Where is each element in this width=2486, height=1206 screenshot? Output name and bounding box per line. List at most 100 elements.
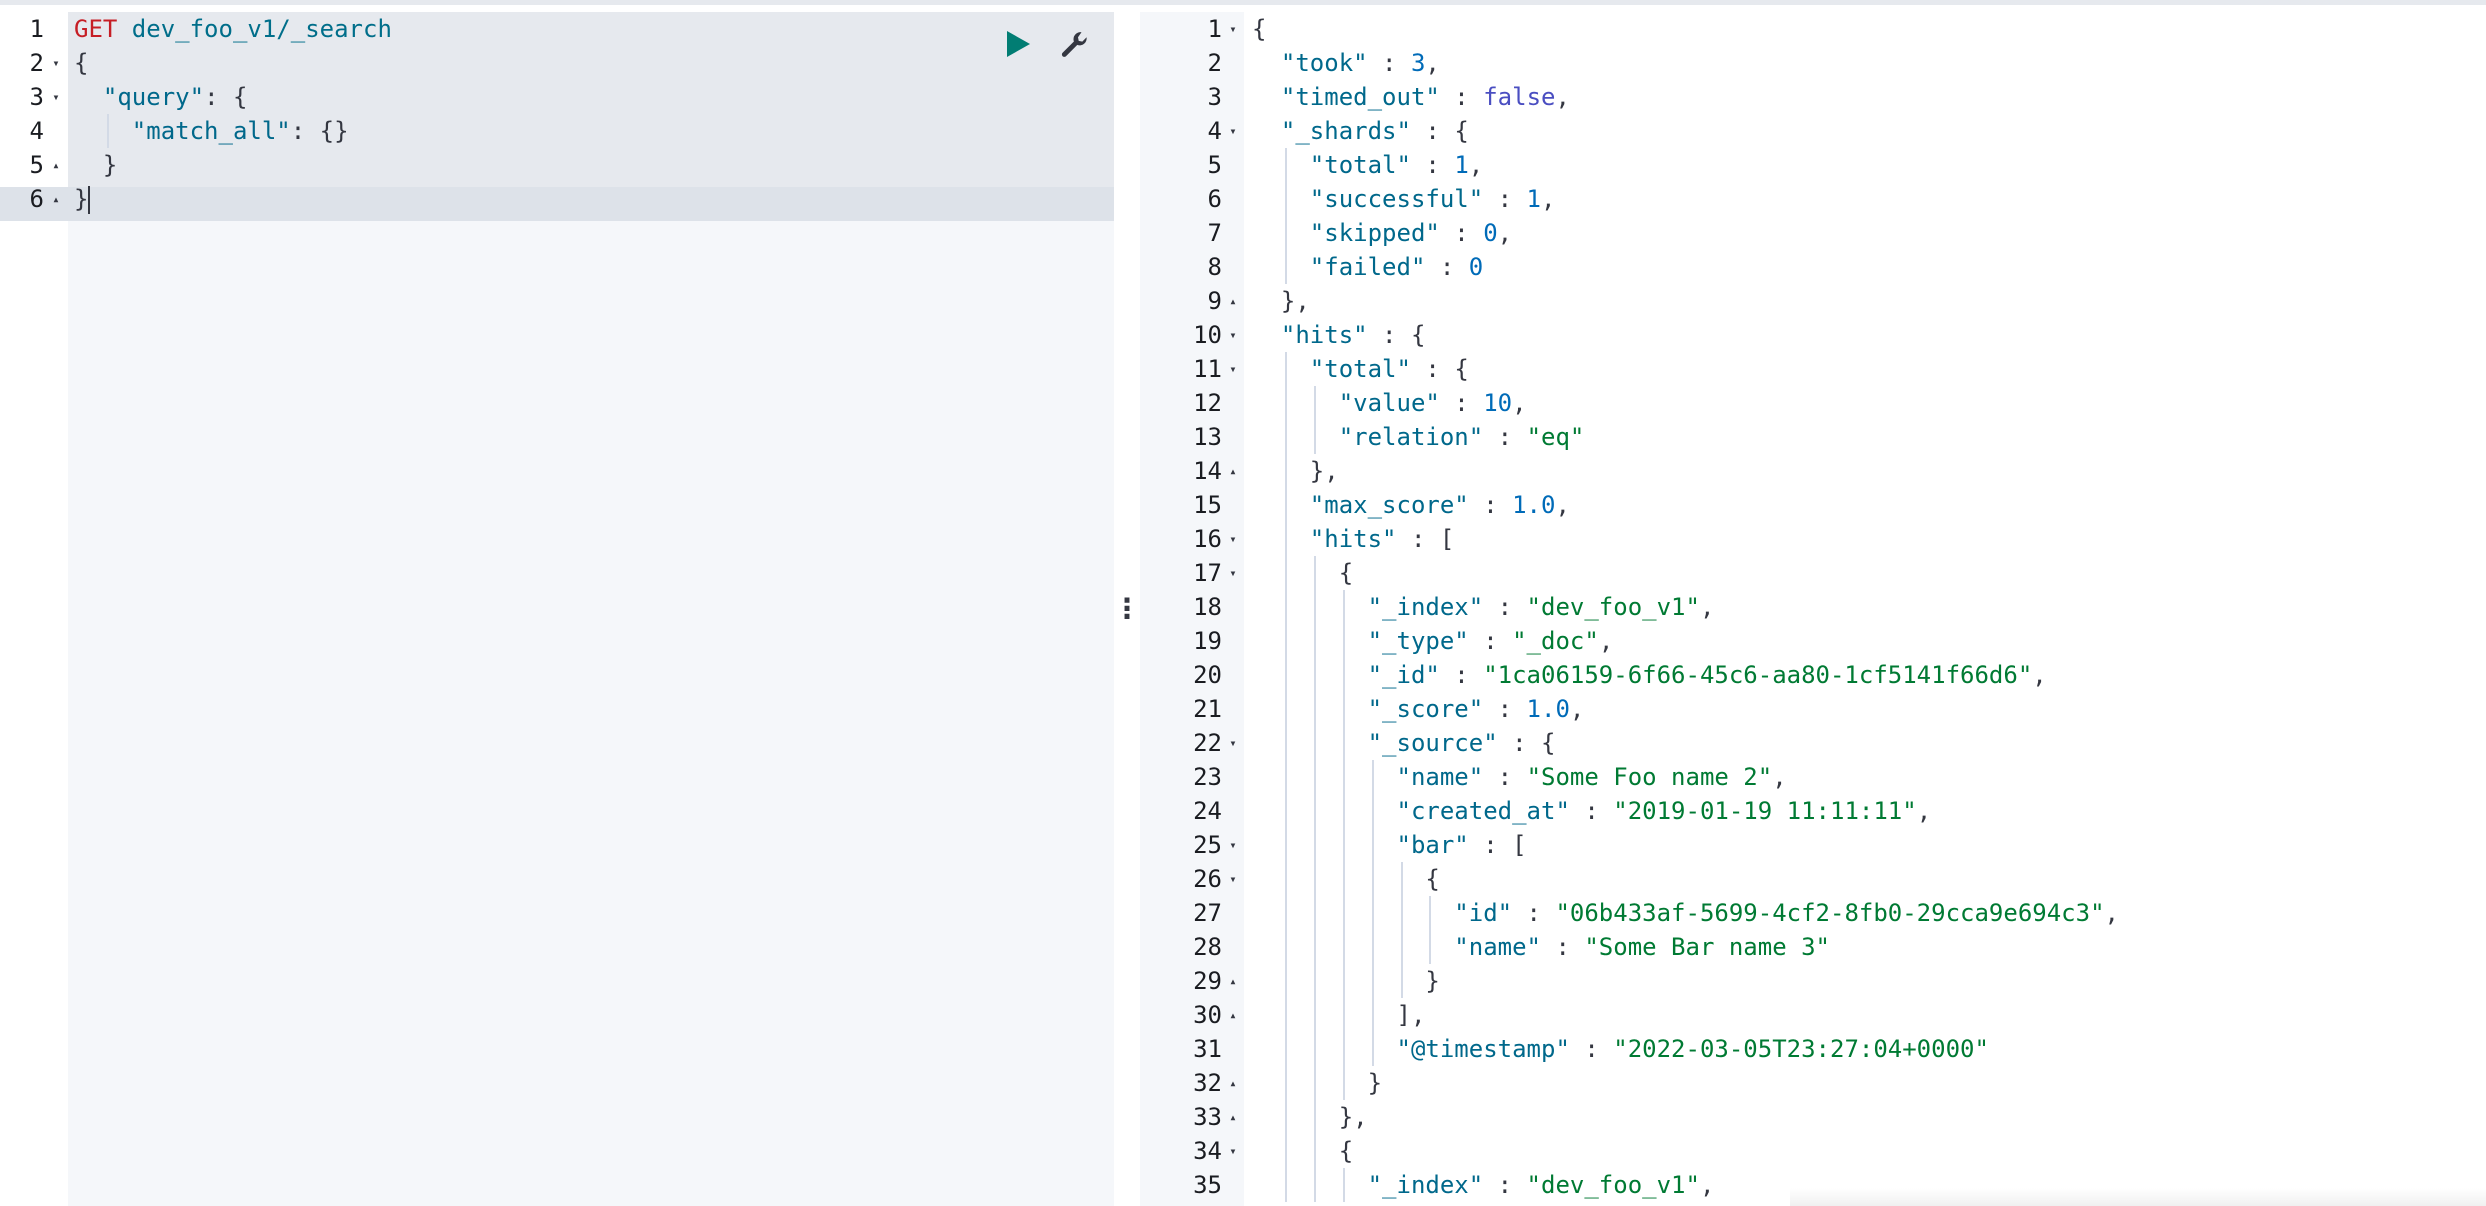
response-code: "id" : "06b433af-5699-4cf2-8fb0-29cca9e6… (1454, 899, 2119, 927)
response-code: "failed" : 0 (1309, 253, 1484, 281)
fold-toggle-icon[interactable]: ▾ (1229, 872, 1237, 886)
fold-toggle-icon[interactable]: ▾ (1229, 22, 1237, 36)
indent-guide (1342, 964, 1345, 998)
fold-toggle-icon[interactable]: ▾ (1229, 566, 1237, 580)
line-number: 21 (1193, 695, 1222, 723)
fold-toggle-icon[interactable]: ▴ (1229, 1076, 1237, 1090)
line-number: 13 (1193, 423, 1222, 451)
request-line: 5▴ } (0, 148, 1114, 182)
line-number: 1 (1207, 15, 1222, 43)
line-number: 23 (1193, 763, 1222, 791)
indent-guide (1313, 556, 1316, 590)
response-code: "hits" : [ (1309, 525, 1455, 553)
send-request-button[interactable] (1000, 26, 1036, 62)
response-code: "_index" : "dev_foo_v1", (1367, 593, 1715, 621)
response-line: 25▾ "bar" : [ (1140, 828, 2486, 862)
indent-guide (1284, 828, 1287, 862)
indent-guide (1284, 420, 1287, 454)
response-line: 1▾{ (1140, 12, 2486, 46)
response-code: { (1425, 865, 1440, 893)
indent-guide (1371, 794, 1374, 828)
line-number: 32 (1193, 1069, 1222, 1097)
indent-guide (1342, 794, 1345, 828)
fold-toggle-icon[interactable]: ▾ (1229, 532, 1237, 546)
fold-toggle-icon[interactable]: ▾ (1229, 328, 1237, 342)
indent-guide (1284, 896, 1287, 930)
line-number: 1 (29, 15, 44, 43)
indent-guide (1313, 964, 1316, 998)
fold-toggle-icon[interactable]: ▴ (1229, 464, 1237, 478)
line-number: 8 (1207, 253, 1222, 281)
line-number: 6 (29, 185, 44, 213)
indent-guide (1284, 590, 1287, 624)
request-body-code: "match_all": {} (131, 117, 349, 145)
line-number: 30 (1193, 1001, 1222, 1029)
response-line: 13 "relation" : "eq" (1140, 420, 2486, 454)
response-viewer[interactable]: 1▾{2 "took" : 3,3 "timed_out" : false,4▾… (1140, 12, 2486, 1206)
fold-toggle-icon[interactable]: ▴ (1229, 1110, 1237, 1124)
line-number: 35 (1193, 1171, 1222, 1199)
response-line: 11▾ "total" : { (1140, 352, 2486, 386)
indent-guide (1313, 930, 1316, 964)
response-line: 21 "_score" : 1.0, (1140, 692, 2486, 726)
indent-guide (1342, 590, 1345, 624)
response-code: "successful" : 1, (1309, 185, 1556, 213)
fold-toggle-icon[interactable]: ▾ (52, 90, 60, 104)
indent-guide (1284, 692, 1287, 726)
response-line: 5 "total" : 1, (1140, 148, 2486, 182)
response-line: 26▾ { (1140, 862, 2486, 896)
response-line: 2 "took" : 3, (1140, 46, 2486, 80)
fold-toggle-icon[interactable]: ▴ (52, 158, 60, 172)
indent-guide (1371, 896, 1374, 930)
indent-guide (1429, 896, 1432, 930)
indent-guide (1313, 1168, 1316, 1202)
response-code: } (1367, 1069, 1383, 1097)
response-line: 10▾ "hits" : { (1140, 318, 2486, 352)
fold-toggle-icon[interactable]: ▾ (1229, 838, 1237, 852)
fold-toggle-icon[interactable]: ▾ (1229, 362, 1237, 376)
response-line: 33▴ }, (1140, 1100, 2486, 1134)
fold-toggle-icon[interactable]: ▾ (1229, 736, 1237, 750)
panel-resizer[interactable]: ⋮ (1113, 12, 1141, 1206)
line-number: 2 (29, 49, 44, 77)
indent-guide (1313, 794, 1316, 828)
active-line-highlight (0, 187, 1114, 221)
response-code: }, (1309, 457, 1339, 485)
request-settings-button[interactable] (1056, 26, 1092, 62)
line-number: 3 (1207, 83, 1222, 111)
line-number: 4 (1207, 117, 1222, 145)
request-body-code: } (102, 151, 118, 179)
indent-guide (1371, 862, 1374, 896)
fold-toggle-icon[interactable]: ▴ (1229, 974, 1237, 988)
response-line: 8 "failed" : 0 (1140, 250, 2486, 284)
response-code: { (1338, 559, 1354, 587)
request-line: 3▾ "query": { (0, 80, 1114, 114)
response-line: 7 "skipped" : 0, (1140, 216, 2486, 250)
response-line: 15 "max_score" : 1.0, (1140, 488, 2486, 522)
fold-toggle-icon[interactable]: ▾ (1229, 124, 1237, 138)
indent-guide (1284, 1032, 1287, 1066)
response-line: 6 "successful" : 1, (1140, 182, 2486, 216)
indent-guide (1313, 1100, 1316, 1134)
response-line: 34▾ { (1140, 1134, 2486, 1168)
indent-guide (1284, 964, 1287, 998)
response-line: 27 "id" : "06b433af-5699-4cf2-8fb0-29cca… (1140, 896, 2486, 930)
fold-toggle-icon[interactable]: ▴ (1229, 294, 1237, 308)
indent-guide (1313, 590, 1316, 624)
response-code: "name" : "Some Foo name 2", (1396, 763, 1787, 791)
line-number: 9 (1207, 287, 1222, 315)
response-line: 30▴ ], (1140, 998, 2486, 1032)
fold-toggle-icon[interactable]: ▴ (52, 192, 60, 206)
fold-toggle-icon[interactable]: ▴ (1229, 1008, 1237, 1022)
indent-guide (1284, 658, 1287, 692)
line-number: 28 (1193, 933, 1222, 961)
request-path: dev_foo_v1/_search (117, 15, 392, 43)
indent-guide (1429, 930, 1432, 964)
response-line: 32 ▴ } (1140, 1066, 2486, 1100)
response-code: "bar" : [ (1396, 831, 1527, 859)
fold-toggle-icon[interactable]: ▾ (52, 56, 60, 70)
fold-toggle-icon[interactable]: ▾ (1229, 1144, 1237, 1158)
indent-guide (1284, 556, 1287, 590)
